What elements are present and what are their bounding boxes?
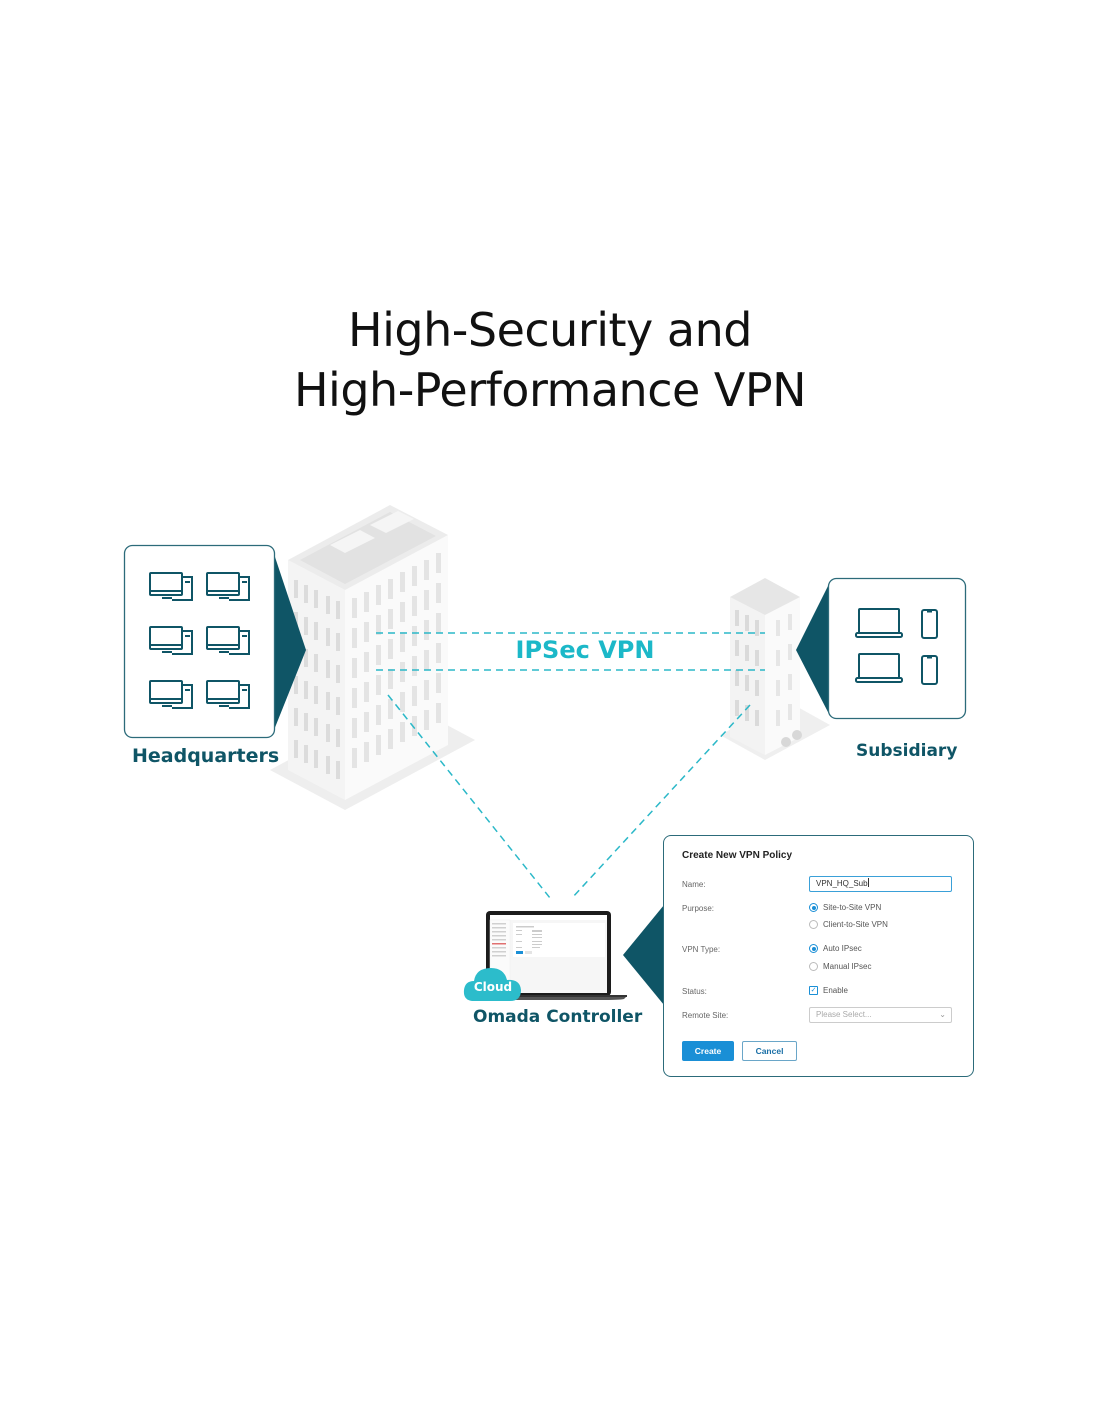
chevron-down-icon: ⌄ [939,1010,946,1019]
cancel-button[interactable]: Cancel [742,1041,797,1061]
laptop-icon [855,653,903,683]
text-caret [867,878,869,887]
desktop-icon [149,626,193,655]
name-input[interactable]: VPN_HQ_Sub [809,876,952,892]
vpn-type-option-manual-ipsec[interactable]: Manual IPsec [809,962,871,971]
page-title: High-Security and High-Performance VPN [0,300,1100,420]
headquarters-building [270,505,475,810]
omada-controller-laptop [478,911,627,1000]
subsidiary-to-controller-link [571,704,751,899]
title-line-2: High-Performance VPN [293,363,807,417]
create-button[interactable]: Create [682,1041,734,1061]
purpose-option-site-to-site[interactable]: Site-to-Site VPN [809,903,881,912]
desktop-icon [206,572,250,601]
status-label: Status: [682,987,707,996]
checkmark-icon[interactable]: ✓ [809,986,818,995]
radio-selected-icon[interactable] [809,944,818,953]
name-value: VPN_HQ_Sub [816,879,868,888]
laptop-icon [855,608,903,638]
headquarters-label: Headquarters [132,745,280,767]
radio-unselected-icon[interactable] [809,962,818,971]
remote-site-placeholder: Please Select... [816,1010,872,1019]
purpose-label: Purpose: [682,904,715,913]
option-label: Site-to-Site VPN [823,903,882,912]
phone-icon [921,609,938,639]
option-label: Manual IPsec [823,962,872,971]
vpn-type-label: VPN Type: [682,945,721,954]
desktop-icon [206,680,250,709]
hq-to-controller-link [387,694,551,899]
vpn-type-option-auto-ipsec[interactable]: Auto IPsec [809,944,862,953]
remote-site-label: Remote Site: [682,1011,729,1020]
ipsec-vpn-label: IPSec VPN [515,636,655,664]
desktop-icon [149,572,193,601]
option-label: Client-to-Site VPN [823,920,888,929]
dialog-title: Create New VPN Policy [682,850,793,861]
omada-controller-label: Omada Controller [473,1007,643,1027]
subsidiary-building [720,578,830,760]
desktop-icon [149,680,193,709]
create-vpn-policy-dialog: Create New VPN Policy Name: VPN_HQ_Sub P… [663,835,974,1077]
subsidiary-label: Subsidiary [856,741,958,761]
option-label: Auto IPsec [823,944,862,953]
desktop-icon [206,626,250,655]
vpn-tunnel-lines [376,632,765,899]
purpose-option-client-to-site[interactable]: Client-to-Site VPN [809,920,888,929]
radio-selected-icon[interactable] [809,903,818,912]
option-label: Enable [823,986,848,995]
name-label: Name: [682,880,706,889]
dialog-pointer [623,905,664,1005]
headquarters-panel [123,544,306,739]
tree-icon [781,737,791,747]
cloud-icon [463,968,521,1001]
phone-icon [921,655,938,685]
radio-unselected-icon[interactable] [809,920,818,929]
title-line-1: High-Security and [348,303,752,357]
subsidiary-panel [796,577,967,720]
remote-site-select[interactable]: Please Select... ⌄ [809,1007,952,1023]
tree-icon [792,730,802,740]
cloud-badge: Cloud [473,980,513,994]
status-enable-checkbox[interactable]: ✓ Enable [809,986,848,995]
